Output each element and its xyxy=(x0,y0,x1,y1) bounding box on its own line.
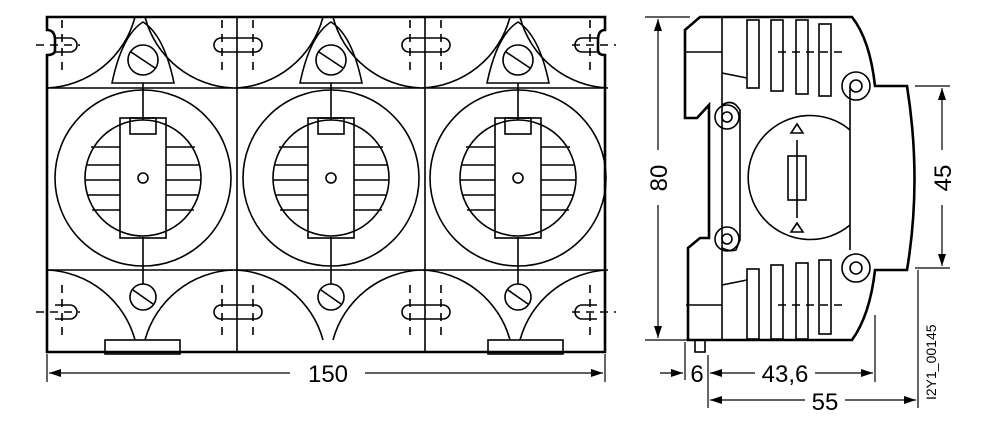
front-view xyxy=(36,15,616,355)
dim-depth-43-6: 43,6 xyxy=(762,361,809,388)
dim-offset-6: 6 xyxy=(690,361,703,388)
dimension-lines xyxy=(46,16,950,408)
dim-width-150: 150 xyxy=(308,361,348,388)
dim-height-80: 80 xyxy=(646,165,673,192)
drawing-id: I2Y1_00145 xyxy=(923,324,939,400)
dim-rail-45: 45 xyxy=(930,165,957,192)
dim-depth-55: 55 xyxy=(812,389,839,416)
side-view xyxy=(683,15,916,353)
